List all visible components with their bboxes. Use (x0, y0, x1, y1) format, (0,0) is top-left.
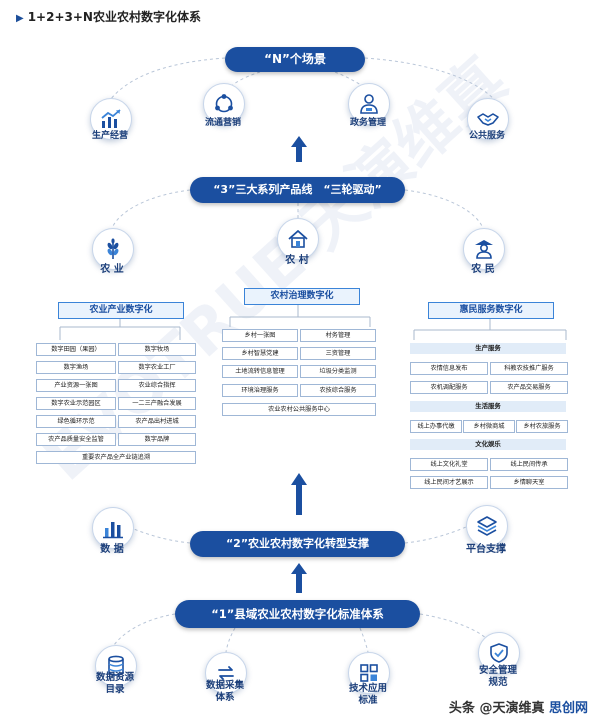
scenario-label: 流通营销 (204, 118, 241, 128)
support-node-platform (466, 505, 508, 547)
agri-item: 产业资源一张图 (36, 379, 116, 392)
farmer-item: 农产品交易服务 (490, 381, 568, 394)
agri-item: 数字农业示范园区 (36, 397, 116, 410)
village-item: 农技综合服务 (300, 384, 376, 397)
farmer-item: 乡情聊天室 (490, 476, 568, 489)
agri-item: 数字品牌 (118, 433, 196, 446)
wheat-icon (107, 238, 119, 259)
agri-item-full: 重要农产品全产业链追溯 (36, 451, 196, 464)
farmer-item: 乡村微商城 (463, 420, 515, 433)
farmer-group-title: 文化娱乐 (410, 439, 566, 450)
footer-credit: 头条 @天演维真 思创网 (446, 697, 590, 716)
standard-node-collection (205, 652, 247, 694)
farmer-item: 线上办事代缴 (410, 420, 462, 433)
support-label: 平台支撑 (466, 544, 506, 555)
farmer-group-title: 生产服务 (410, 343, 566, 354)
agri-item: 绿色循环示范 (36, 415, 116, 428)
domain-label: 农 业 (100, 264, 124, 275)
bar-chart-icon (103, 522, 123, 539)
standard-label: 技术应用 标准 (348, 683, 387, 706)
scenario-node-production (90, 98, 132, 140)
village-item: 环境治理服务 (222, 384, 298, 397)
domain-label: 农 民 (471, 264, 495, 275)
scenario-label: 政务管理 (349, 118, 386, 128)
farmer-item: 乡村农旅服务 (516, 420, 568, 433)
shield-icon (490, 643, 508, 663)
scenario-node-circulation (203, 83, 245, 125)
scenario-node-government (348, 83, 390, 125)
support-node-data (92, 507, 134, 549)
village-item: 乡村一张图 (222, 329, 298, 342)
agri-item: 一二三产融合发展 (118, 397, 196, 410)
layers-icon (477, 516, 497, 536)
domain-node-agriculture (92, 228, 134, 270)
village-item-full: 农业农村公共服务中心 (222, 403, 376, 416)
tier-n-banner: “N”个场景 (225, 47, 365, 72)
transfer-icon (218, 666, 234, 680)
standard-node-tech (348, 652, 390, 694)
section-village-header: 农村治理数字化 (244, 288, 360, 305)
standard-node-security (478, 632, 520, 674)
agri-item: 数字田园（果园） (36, 343, 116, 356)
section-agri-header: 农业产业数字化 (58, 302, 184, 319)
farmer-item: 农机调配服务 (410, 381, 488, 394)
triangle-icon: ▶ (16, 13, 24, 24)
village-item: 乡村智慧党建 (222, 347, 298, 360)
farmer-item: 线上民间传承 (490, 458, 568, 471)
standard-node-catalog (95, 645, 137, 687)
agri-item: 数字牧场 (118, 343, 196, 356)
scenario-node-public (467, 98, 509, 140)
standard-label: 数据采集 体系 (205, 680, 244, 703)
database-icon (108, 655, 124, 676)
standard-label: 数据资源 目录 (95, 672, 134, 695)
domain-label: 农 村 (285, 255, 309, 266)
agri-item: 数字渔场 (36, 361, 116, 374)
official-icon (360, 94, 378, 114)
village-item: 村务管理 (300, 329, 376, 342)
farmer-item: 线上文化礼堂 (410, 458, 488, 471)
farmer-item: 线上民间才艺展示 (410, 476, 488, 489)
grid-icon (360, 664, 378, 682)
agri-item: 农产品出村进城 (118, 415, 196, 428)
village-item: 垃圾分类监测 (300, 365, 376, 378)
scenario-label: 生产经营 (91, 131, 128, 141)
domain-node-farmer (463, 228, 505, 270)
growth-chart-icon (101, 109, 121, 128)
house-icon (288, 230, 308, 248)
farmer-item: 农情信息发布 (410, 362, 488, 375)
arrow-up-icon (291, 563, 307, 593)
farmer-item: 科教农技推广服务 (490, 362, 568, 375)
page-title: ▶1+2+3+N农业农村数字化体系 (16, 10, 201, 24)
village-item: 三资管理 (300, 347, 376, 360)
agri-item: 农业综合指挥 (118, 379, 196, 392)
handshake-icon (477, 113, 499, 126)
tier-2-banner: “2”农业农村数字化转型支撑 (190, 531, 405, 557)
agri-item: 数字农业工厂 (118, 361, 196, 374)
standard-label: 安全管理 规范 (478, 665, 517, 688)
section-farmer-header: 惠民服务数字化 (428, 302, 554, 319)
arrow-up-icon (291, 473, 307, 515)
farmer-group-title: 生活服务 (410, 401, 566, 412)
farmer-icon (475, 240, 493, 259)
scenario-label: 公共服务 (468, 131, 505, 141)
support-label: 数 据 (100, 544, 124, 555)
tier-3-banner: “3”三大系列产品线 “三轮驱动” (190, 177, 405, 203)
agri-item: 农产品质量安全监管 (36, 433, 116, 446)
domain-node-village (277, 218, 319, 260)
cycle-icon (215, 94, 233, 113)
tier-1-banner: “1”县域农业农村数字化标准体系 (175, 600, 420, 628)
village-item: 土地流转信息管理 (222, 365, 298, 378)
arrow-up-icon (291, 136, 307, 162)
